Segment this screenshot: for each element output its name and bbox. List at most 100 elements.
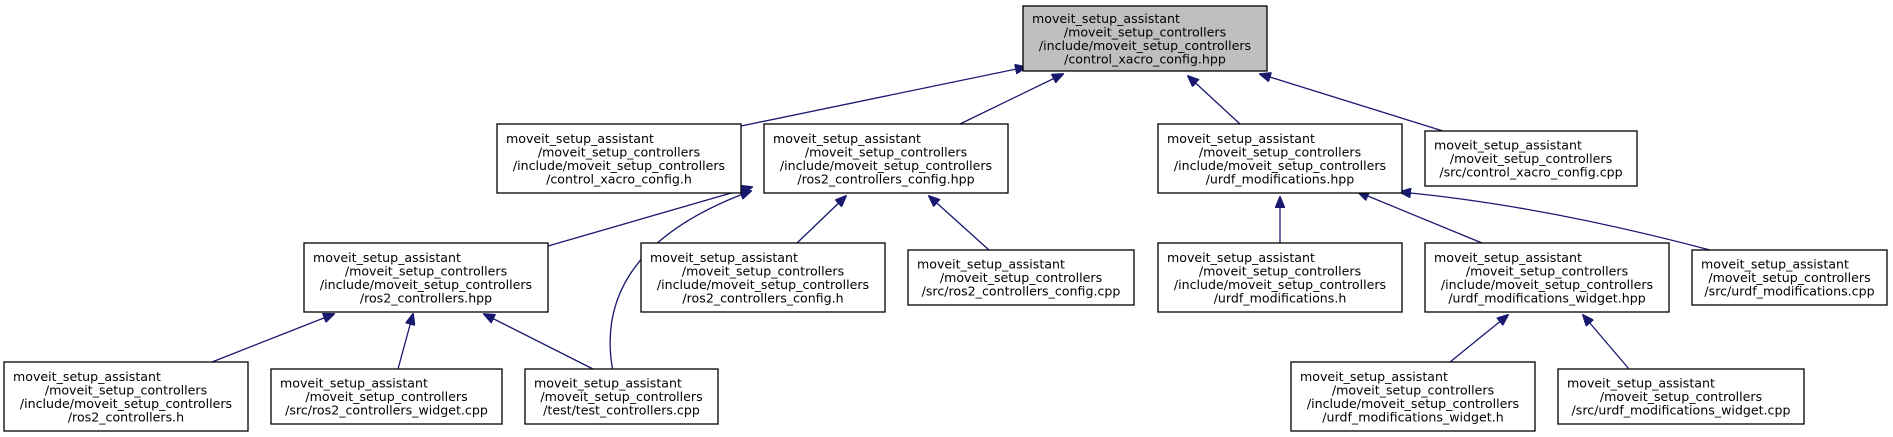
node-label-line: /include/moveit_setup_controllers [1307, 396, 1519, 411]
edge-n13-to-n2 [609, 191, 751, 373]
edge-n5-to-n2 [547, 187, 752, 247]
node-box [270, 368, 503, 425]
node-label-line: /src/ros2_controllers_config.cpp [922, 284, 1121, 299]
node-label-line: /urdf_modifications.hpp [1206, 171, 1355, 186]
node-label-line: /include/moveit_setup_controllers [1039, 38, 1251, 53]
node-label-line: /ros2_controllers_config.h [682, 290, 843, 305]
node-label-line: /moveit_setup_controllers [682, 263, 844, 278]
file-node[interactable]: moveit_setup_assistant/moveit_setup_cont… [1557, 368, 1805, 425]
node-label-first-line: moveit_setup_assistant [773, 131, 921, 146]
node-label-first-line: moveit_setup_assistant [280, 376, 428, 391]
node-box [1157, 242, 1403, 313]
file-node[interactable]: moveit_setup_assistant/moveit_setup_cont… [1290, 361, 1536, 432]
file-node[interactable]: moveit_setup_assistant/moveit_setup_cont… [303, 242, 549, 313]
root-file-node: moveit_setup_assistant/moveit_setup_cont… [1022, 5, 1268, 72]
file-node[interactable]: moveit_setup_assistant/moveit_setup_cont… [270, 368, 503, 425]
node-box [763, 123, 1009, 194]
node-label-line: /src/urdf_modifications.cpp [1704, 284, 1874, 299]
file-node[interactable]: moveit_setup_assistant/moveit_setup_cont… [907, 249, 1135, 306]
node-label-line: /moveit_setup_controllers [305, 389, 467, 404]
node-box [496, 123, 742, 194]
node-label-first-line: moveit_setup_assistant [506, 131, 654, 146]
node-box [907, 249, 1135, 306]
file-node[interactable]: moveit_setup_assistant/moveit_setup_cont… [1691, 249, 1888, 306]
node-label-line: /src/ros2_controllers_widget.cpp [285, 403, 488, 418]
node-label-line: /moveit_setup_controllers [1600, 389, 1762, 404]
edge-n2-to-n0 [959, 74, 1063, 125]
node-label-line: /include/moveit_setup_controllers [20, 396, 232, 411]
file-node[interactable]: moveit_setup_assistant/moveit_setup_cont… [496, 123, 742, 194]
node-label-line: /src/control_xacro_config.cpp [1439, 165, 1622, 180]
node-label-line: /urdf_modifications_widget.h [1322, 409, 1503, 424]
file-node[interactable]: moveit_setup_assistant/moveit_setup_cont… [640, 242, 886, 313]
file-node[interactable]: moveit_setup_assistant/moveit_setup_cont… [1157, 242, 1403, 313]
node-label-line: /ros2_controllers.h [68, 409, 184, 424]
node-label-first-line: moveit_setup_assistant [1167, 131, 1315, 146]
node-label-line: /moveit_setup_controllers [940, 270, 1102, 285]
node-box [303, 242, 549, 313]
edge-n6-to-n2 [796, 196, 846, 244]
node-label-line: /moveit_setup_controllers [805, 144, 967, 159]
edge-n1-to-n0 [740, 67, 1026, 127]
node-box [1022, 5, 1268, 72]
file-node[interactable]: moveit_setup_assistant/moveit_setup_cont… [1157, 123, 1403, 194]
node-label-line: /moveit_setup_controllers [1332, 382, 1494, 397]
node-label-line: /moveit_setup_controllers [345, 263, 507, 278]
node-label-line: /include/moveit_setup_controllers [1174, 158, 1386, 173]
node-box [1424, 130, 1638, 187]
node-label-line: /control_xacro_config.h [546, 171, 692, 186]
node-box [1557, 368, 1805, 425]
edge-n3-to-n0 [1188, 76, 1241, 125]
node-box [1691, 249, 1888, 306]
node-label-line: /moveit_setup_controllers [540, 389, 702, 404]
nodes-layer: moveit_setup_assistant/moveit_setup_cont… [3, 5, 1888, 432]
node-label-line: /test/test_controllers.cpp [543, 403, 700, 418]
node-label-line: /include/moveit_setup_controllers [1174, 277, 1386, 292]
node-label-line: /ros2_controllers_config.hpp [797, 171, 974, 186]
node-label-first-line: moveit_setup_assistant [1434, 250, 1582, 265]
node-label-first-line: moveit_setup_assistant [1300, 369, 1448, 384]
node-box [640, 242, 886, 313]
node-label-line: /moveit_setup_controllers [538, 144, 700, 159]
file-node[interactable]: moveit_setup_assistant/moveit_setup_cont… [1424, 242, 1670, 313]
node-label-first-line: moveit_setup_assistant [313, 250, 461, 265]
node-label-line: /src/urdf_modifications_widget.cpp [1572, 403, 1791, 418]
node-label-first-line: moveit_setup_assistant [1701, 257, 1849, 272]
edge-n4-to-n0 [1260, 74, 1444, 132]
edges-layer [211, 67, 1711, 373]
node-label-line: /moveit_setup_controllers [1064, 24, 1226, 39]
edge-n10-to-n3 [1400, 192, 1711, 251]
file-node[interactable]: moveit_setup_assistant/moveit_setup_cont… [3, 361, 249, 432]
node-label-line: /urdf_modifications_widget.hpp [1448, 290, 1645, 305]
node-label-first-line: moveit_setup_assistant [1032, 11, 1180, 26]
file-node[interactable]: moveit_setup_assistant/moveit_setup_cont… [763, 123, 1009, 194]
node-label-line: /moveit_setup_controllers [45, 382, 207, 397]
edge-n15-to-n9 [1583, 315, 1630, 370]
node-box [1290, 361, 1536, 432]
node-label-line: /include/moveit_setup_controllers [1441, 277, 1653, 292]
node-label-line: /moveit_setup_controllers [1450, 151, 1612, 166]
node-label-line: /moveit_setup_controllers [1199, 263, 1361, 278]
node-label-line: /include/moveit_setup_controllers [513, 158, 725, 173]
node-label-first-line: moveit_setup_assistant [534, 376, 682, 391]
node-label-line: /moveit_setup_controllers [1199, 144, 1361, 159]
edge-n11-to-n5 [211, 314, 334, 363]
edge-n13-to-n5 [484, 314, 594, 370]
edge-n12-to-n5 [397, 314, 413, 370]
file-node[interactable]: moveit_setup_assistant/moveit_setup_cont… [1424, 130, 1638, 187]
node-label-line: /ros2_controllers.hpp [360, 290, 492, 305]
node-label-line: /control_xacro_config.hpp [1064, 51, 1226, 66]
edge-n7-to-n2 [929, 196, 990, 251]
node-label-line: /include/moveit_setup_controllers [780, 158, 992, 173]
node-label-line: /moveit_setup_controllers [1708, 270, 1870, 285]
node-box [3, 361, 249, 432]
node-label-first-line: moveit_setup_assistant [650, 250, 798, 265]
node-label-first-line: moveit_setup_assistant [1434, 138, 1582, 153]
node-label-first-line: moveit_setup_assistant [1167, 250, 1315, 265]
edge-n9-to-n3 [1358, 192, 1483, 244]
node-box [524, 368, 719, 425]
node-label-line: /urdf_modifications.h [1214, 290, 1347, 305]
node-box [1157, 123, 1403, 194]
file-node[interactable]: moveit_setup_assistant/moveit_setup_cont… [524, 368, 719, 425]
